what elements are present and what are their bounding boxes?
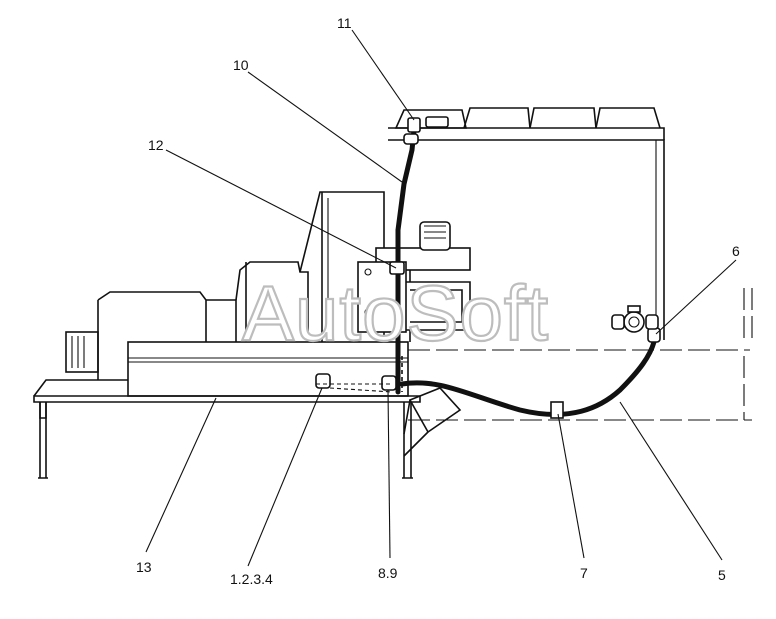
label-1234: 1.2.3.4 [230,571,273,587]
watermark-text: AutoSoft [242,269,549,357]
label-11: 11 [337,15,352,31]
drain-pipe [403,387,462,457]
label-89: 8.9 [378,565,398,581]
leader-lines [145,29,737,567]
fittings [315,373,397,393]
motor [65,261,309,380]
label-6: 6 [732,243,740,259]
tank [388,107,665,340]
label-12: 12 [148,137,164,153]
label-7: 7 [580,565,588,581]
valve-icon [611,305,659,333]
hose-horizontal [399,327,661,419]
platform-block [127,341,409,397]
label-13: 13 [136,559,152,575]
base-frame [33,379,421,479]
hose-vertical [389,117,421,395]
phantom-outline [408,288,753,421]
callout-labels: 11 10 12 6 13 1.2.3.4 8.9 7 5 [136,15,740,587]
label-5: 5 [718,567,726,583]
label-10: 10 [233,57,249,73]
